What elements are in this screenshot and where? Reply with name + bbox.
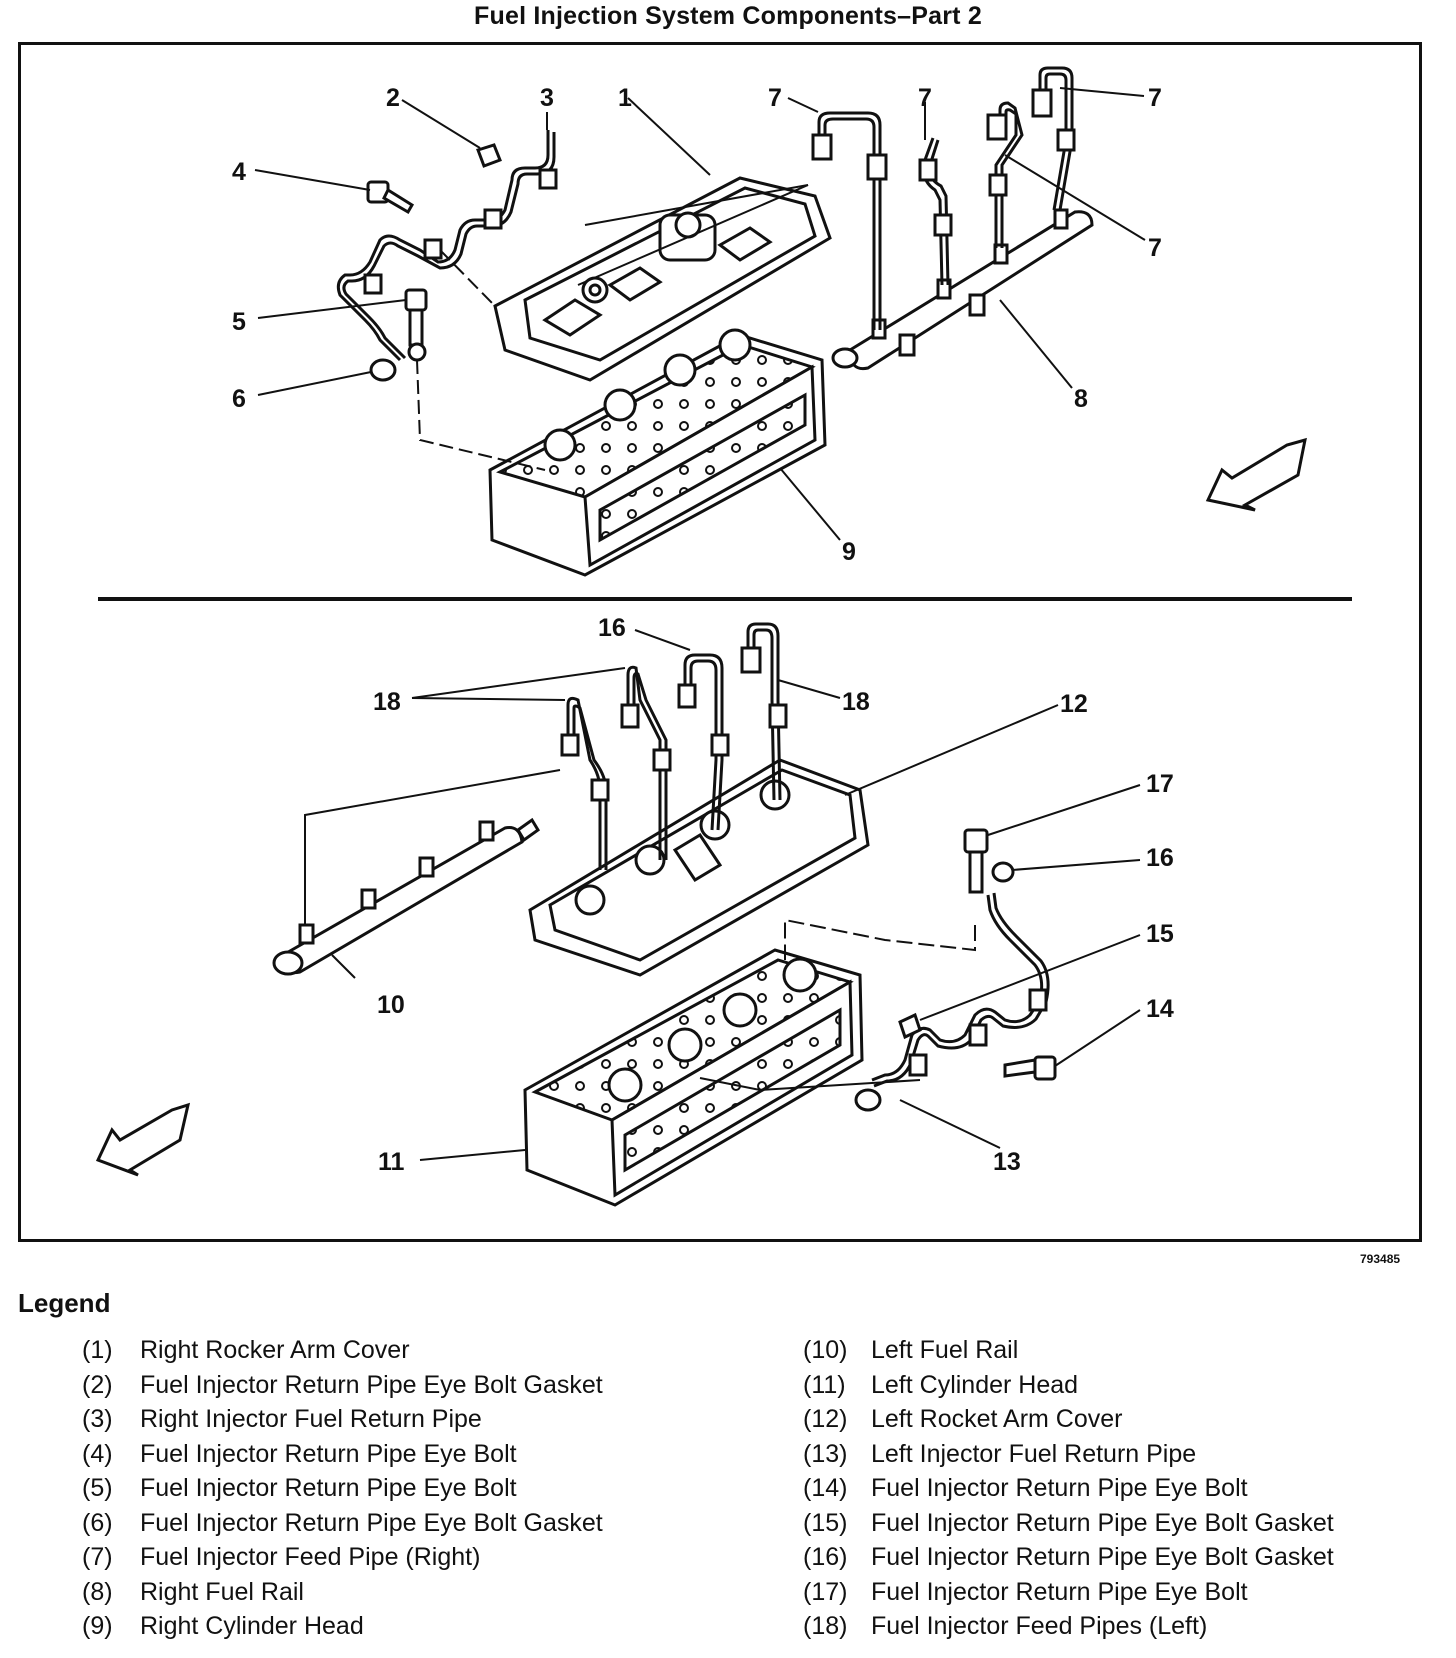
legend-item: (12)Left Rocket Arm Cover xyxy=(803,1405,1123,1433)
callout-17: 17 xyxy=(1146,770,1174,798)
legend-item: (13)Left Injector Fuel Return Pipe xyxy=(803,1439,1197,1468)
left-eye-bolt-gasket-15 xyxy=(898,1012,922,1040)
right-fuel-injector-feed-pipes xyxy=(811,66,1076,330)
right-return-pipe-alignment-line xyxy=(416,359,546,471)
leader-lines-upper xyxy=(254,87,1146,541)
callout-7c: 7 xyxy=(1148,84,1162,112)
callout-7b: 7 xyxy=(918,84,932,112)
legend-item: (6)Fuel Injector Return Pipe Eye Bolt Ga… xyxy=(82,1508,603,1537)
callout-5: 5 xyxy=(232,308,246,336)
legend-item: (10)Left Fuel Rail xyxy=(803,1336,1019,1364)
left-fuel-rail xyxy=(272,817,540,976)
callout-18a: 18 xyxy=(373,688,401,716)
callout-labels: 1 2 3 4 5 6 7 7 7 7 8 9 16 18 18 12 17 1… xyxy=(232,84,1174,1176)
right-eye-bolt-gasket-6 xyxy=(369,358,397,382)
legend-column-right: (10)Left Fuel Rail (11)Left Cylinder Hea… xyxy=(803,1333,1334,1644)
callout-13: 13 xyxy=(993,1148,1021,1176)
legend-item: (14)Fuel Injector Return Pipe Eye Bolt xyxy=(803,1474,1248,1502)
legend-title: Legend xyxy=(18,1288,111,1318)
front-direction-arrow-upper xyxy=(1205,437,1307,512)
right-cylinder-head xyxy=(488,328,827,577)
right-fuel-rail xyxy=(831,208,1094,371)
callout-6: 6 xyxy=(232,385,246,413)
legend-item: (5)Fuel Injector Return Pipe Eye Bolt xyxy=(82,1474,517,1502)
legend-column-left: (1)Right Rocker Arm Cover (2)Fuel Inject… xyxy=(82,1333,603,1644)
right-eye-bolt-4 xyxy=(366,180,415,215)
callout-12: 12 xyxy=(1060,690,1088,718)
callout-2: 2 xyxy=(386,84,400,112)
legend-item: (8)Right Fuel Rail xyxy=(82,1577,304,1606)
figure-title: Fuel Injection System Components–Part 2 xyxy=(474,2,982,30)
callout-7a: 7 xyxy=(768,84,782,112)
legend-item: (3)Right Injector Fuel Return Pipe xyxy=(82,1405,482,1433)
legend-item: (7)Fuel Injector Feed Pipe (Right) xyxy=(82,1543,481,1571)
legend-item: (2)Fuel Injector Return Pipe Eye Bolt Ga… xyxy=(82,1370,603,1399)
callout-1: 1 xyxy=(618,84,632,112)
right-cover-alignment-line xyxy=(439,249,496,307)
callout-9: 9 xyxy=(842,538,856,566)
callout-16-top: 16 xyxy=(598,614,626,642)
legend-item: (15)Fuel Injector Return Pipe Eye Bolt G… xyxy=(803,1508,1334,1537)
left-rocker-arm-cover xyxy=(528,758,870,977)
callout-11: 11 xyxy=(378,1148,405,1176)
front-direction-arrow-lower xyxy=(95,1102,191,1177)
left-injector-fuel-return-pipe xyxy=(854,892,1050,1112)
legend-item: (17)Fuel Injector Return Pipe Eye Bolt xyxy=(803,1577,1248,1606)
left-eye-bolt-14 xyxy=(1003,1055,1057,1081)
legend-item: (16)Fuel Injector Return Pipe Eye Bolt G… xyxy=(803,1543,1334,1571)
legend-item: (1)Right Rocker Arm Cover xyxy=(82,1336,410,1364)
legend-item: (11)Left Cylinder Head xyxy=(803,1370,1079,1399)
left-rail-alignment-line xyxy=(304,769,561,925)
callout-3: 3 xyxy=(540,84,554,112)
callout-8: 8 xyxy=(1074,385,1088,413)
callout-16: 16 xyxy=(1146,844,1174,872)
exploded-view-diagram: 1 2 3 4 5 6 7 7 7 7 8 9 16 18 18 12 17 1… xyxy=(95,66,1352,1207)
callout-4: 4 xyxy=(232,158,246,186)
right-injector-fuel-return-pipe xyxy=(336,130,558,362)
left-eye-bolt-17 xyxy=(963,828,989,894)
left-fuel-injector-feed-pipes xyxy=(560,622,788,870)
legend-item: (18)Fuel Injector Feed Pipes (Left) xyxy=(803,1612,1208,1640)
right-rocker-arm-cover xyxy=(493,176,832,382)
left-return-tie-line xyxy=(699,1077,921,1092)
left-return-alignment-line xyxy=(784,918,976,960)
left-eye-bolt-gasket-16 xyxy=(991,861,1015,883)
right-eye-bolt-gasket-2 xyxy=(476,143,502,168)
legend-item: (4)Fuel Injector Return Pipe Eye Bolt xyxy=(82,1439,517,1468)
leader-lines-lower xyxy=(331,629,1141,1161)
callout-14: 14 xyxy=(1146,995,1174,1023)
right-eye-bolt-5 xyxy=(404,288,428,362)
legend-item: (9)Right Cylinder Head xyxy=(82,1612,364,1640)
callout-10: 10 xyxy=(377,991,405,1019)
figure-id: 793485 xyxy=(1360,1252,1401,1266)
callout-15: 15 xyxy=(1146,920,1174,948)
callout-18b: 18 xyxy=(842,688,870,716)
left-cylinder-head xyxy=(523,948,864,1207)
callout-7d: 7 xyxy=(1148,234,1162,262)
